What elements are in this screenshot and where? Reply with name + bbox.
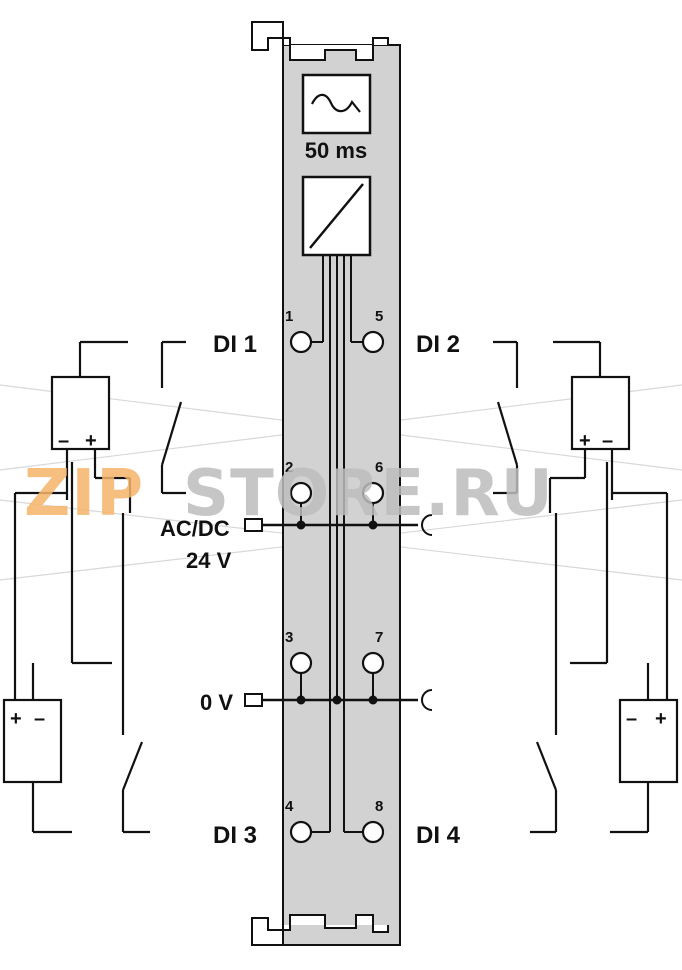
tilde-icon	[311, 93, 361, 113]
terminals	[289, 330, 385, 844]
di3-label: DI 3	[213, 822, 257, 849]
right-wiring	[493, 340, 679, 834]
junction-dots	[296, 520, 378, 705]
terminal-4	[289, 820, 313, 844]
sensor-box-left	[50, 375, 111, 451]
plus-sign: +	[579, 430, 591, 452]
terminal-5	[361, 330, 385, 354]
terminal-7	[361, 651, 385, 675]
battery-box-left	[2, 698, 63, 784]
battery-box-right	[618, 698, 679, 784]
left-polarity: – + + –	[10, 430, 97, 730]
minus-sign: –	[58, 430, 69, 452]
filter-time-label: 50 ms	[305, 138, 367, 163]
terminal-number-8: 8	[375, 798, 383, 815]
di1-label: DI 1	[213, 331, 257, 358]
plus-sign: +	[655, 708, 667, 730]
terminal-8	[361, 820, 385, 844]
terminal-number-7: 7	[375, 629, 383, 646]
watermark-orange: ZIP	[24, 457, 144, 531]
terminal-number-2: 2	[285, 459, 293, 476]
terminal-number-6: 6	[375, 459, 383, 476]
di2-label: DI 2	[416, 331, 460, 358]
di4-label: DI 4	[416, 822, 461, 849]
filter-block: 50 ms	[301, 73, 372, 163]
terminal-1	[289, 330, 313, 354]
acdc-label: AC/DC	[160, 516, 230, 541]
plus-sign: +	[85, 430, 97, 452]
terminal-number-4: 4	[285, 798, 294, 815]
terminal-numbers: 1 5 2 6 3 7 4 8	[285, 308, 383, 815]
zero-volt-label: 0 V	[200, 690, 233, 715]
minus-sign: –	[626, 708, 637, 730]
terminal-3	[289, 651, 313, 675]
sensor-box-right	[570, 375, 631, 451]
voltage-24v-label: 24 V	[186, 548, 232, 573]
isolation-block	[301, 175, 372, 257]
right-polarity: + – – +	[579, 430, 667, 730]
left-wiring	[2, 340, 186, 834]
watermark: ZIP STORE.RU	[24, 457, 554, 531]
internal-lines	[322, 255, 352, 832]
supply-bus-acdc	[244, 514, 433, 536]
terminal-number-3: 3	[285, 629, 293, 646]
watermark-grey: STORE.RU	[183, 457, 554, 531]
terminal-number-5: 5	[375, 308, 383, 325]
terminal-number-1: 1	[285, 308, 293, 325]
plus-sign: +	[10, 708, 22, 730]
minus-sign: –	[602, 430, 613, 452]
minus-sign: –	[34, 708, 45, 730]
